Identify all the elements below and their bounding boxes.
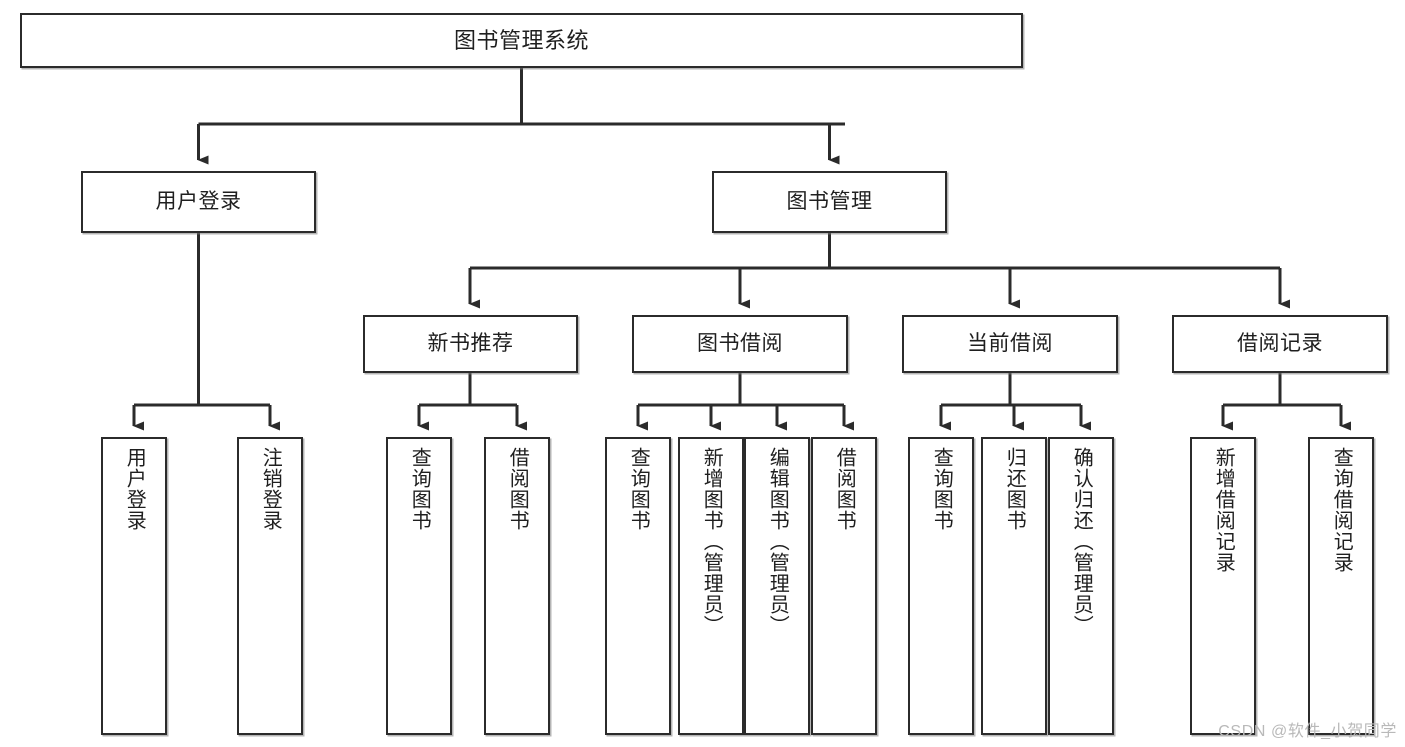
leaf-add-borrow-record[interactable]: 新增借阅记录: [1190, 437, 1256, 735]
leaf-query-borrow-record-label: 查询借阅记录: [1330, 447, 1353, 573]
node-book-borrow-label: 图书借阅: [697, 331, 783, 355]
node-book-management-label: 图书管理: [786, 189, 873, 213]
leaf-add-book-admin-label: 新增图书（管理员）: [700, 447, 723, 636]
leaf-edit-book-admin[interactable]: 编辑图书（管理员）: [744, 437, 810, 735]
node-current-borrow-label: 当前借阅: [967, 331, 1053, 355]
node-root-label: 图书管理系统: [453, 27, 589, 53]
node-current-borrow[interactable]: 当前借阅: [902, 315, 1118, 373]
leaf-user-logout-label: 注销登录: [259, 447, 282, 531]
leaf-add-borrow-record-label: 新增借阅记录: [1212, 447, 1235, 573]
leaf-confirm-return-admin[interactable]: 确认归还（管理员）: [1048, 437, 1114, 735]
leaf-borrow-books[interactable]: 借阅图书: [811, 437, 877, 735]
leaf-user-login[interactable]: 用户登录: [101, 437, 167, 735]
leaf-query-books-new-label: 查询图书: [408, 447, 431, 531]
csdn-watermark: CSDN @软件_小贺同学: [1218, 723, 1397, 740]
node-new-book-recommend[interactable]: 新书推荐: [363, 315, 578, 373]
node-book-borrow[interactable]: 图书借阅: [632, 315, 848, 373]
leaf-query-books-borrow-label: 查询图书: [627, 447, 650, 531]
node-book-management[interactable]: 图书管理: [712, 171, 947, 233]
leaf-user-logout[interactable]: 注销登录: [237, 437, 303, 735]
leaf-query-books-new[interactable]: 查询图书: [386, 437, 452, 735]
leaf-borrow-books-label: 借阅图书: [833, 447, 856, 531]
leaf-query-books-current[interactable]: 查询图书: [908, 437, 974, 735]
leaf-add-book-admin[interactable]: 新增图书（管理员）: [678, 437, 744, 735]
node-new-book-recommend-label: 新书推荐: [427, 331, 514, 355]
node-borrow-records-label: 借阅记录: [1237, 331, 1323, 355]
leaf-confirm-return-admin-label: 确认归还（管理员）: [1070, 447, 1093, 636]
leaf-borrow-books-new[interactable]: 借阅图书: [484, 437, 550, 735]
leaf-borrow-books-new-label: 借阅图书: [506, 447, 529, 531]
leaf-return-books-label: 归还图书: [1003, 447, 1026, 531]
node-user-login-label: 用户登录: [155, 189, 242, 213]
node-borrow-records[interactable]: 借阅记录: [1172, 315, 1388, 373]
leaf-query-books-current-label: 查询图书: [930, 447, 953, 531]
node-user-login[interactable]: 用户登录: [81, 171, 316, 233]
leaf-edit-book-admin-label: 编辑图书（管理员）: [766, 447, 789, 636]
leaf-query-borrow-record[interactable]: 查询借阅记录: [1308, 437, 1374, 735]
leaf-return-books[interactable]: 归还图书: [981, 437, 1047, 735]
leaf-user-login-label: 用户登录: [123, 447, 146, 531]
leaf-query-books-borrow[interactable]: 查询图书: [605, 437, 671, 735]
node-root[interactable]: 图书管理系统: [20, 13, 1023, 68]
